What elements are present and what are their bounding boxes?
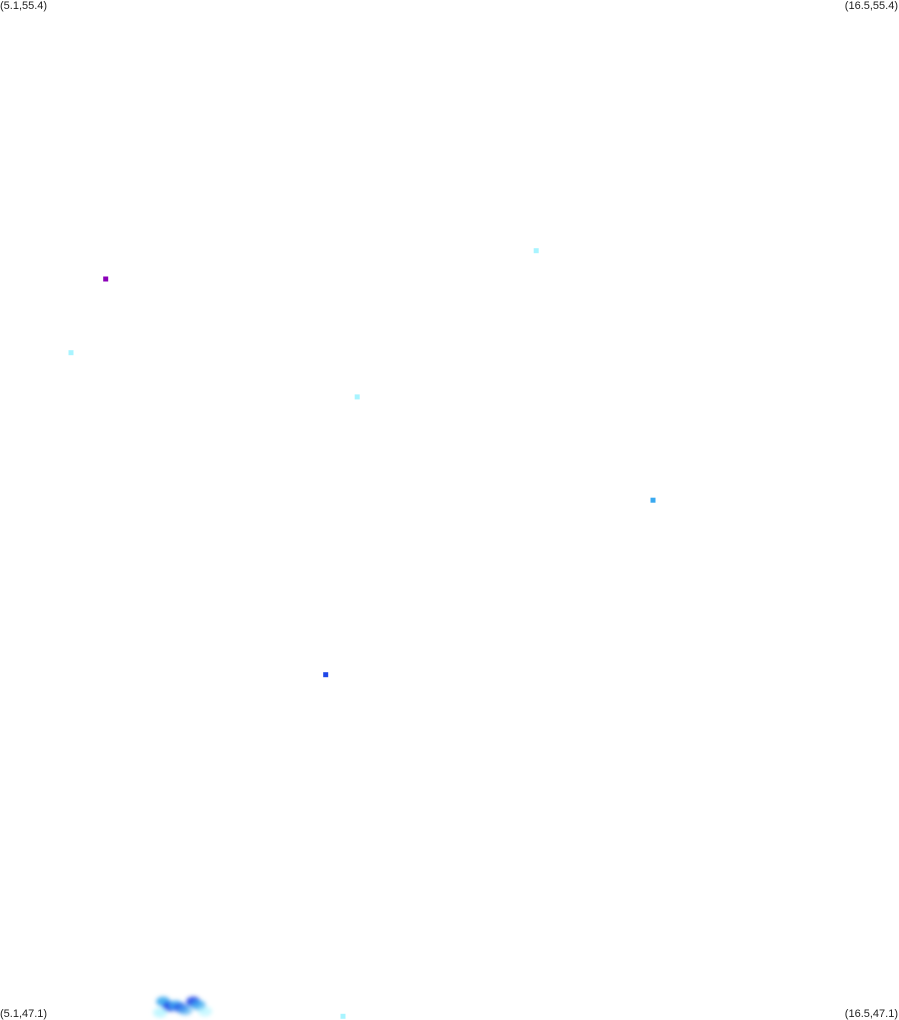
point-markers	[68, 248, 656, 1019]
point-marker-1	[103, 276, 109, 282]
density-cluster	[153, 996, 212, 1018]
point-marker-6	[323, 672, 329, 678]
point-marker-5	[650, 497, 656, 503]
point-marker-4	[354, 394, 360, 400]
corner-label-top-left: (5.1,55.4)	[0, 0, 48, 12]
point-marker-3	[68, 350, 74, 356]
corner-label-bottom-right: (16.5,47.1)	[844, 1008, 898, 1020]
corner-label-top-right: (16.5,55.4)	[844, 0, 898, 12]
point-marker-7	[340, 1013, 346, 1019]
cluster-blob-7	[153, 1007, 168, 1018]
cluster-blob-8	[178, 1005, 193, 1016]
corner-label-bottom-left: (5.1,47.1)	[0, 1008, 48, 1020]
point-marker-2	[533, 248, 539, 254]
cluster-blob-9	[198, 1006, 212, 1017]
